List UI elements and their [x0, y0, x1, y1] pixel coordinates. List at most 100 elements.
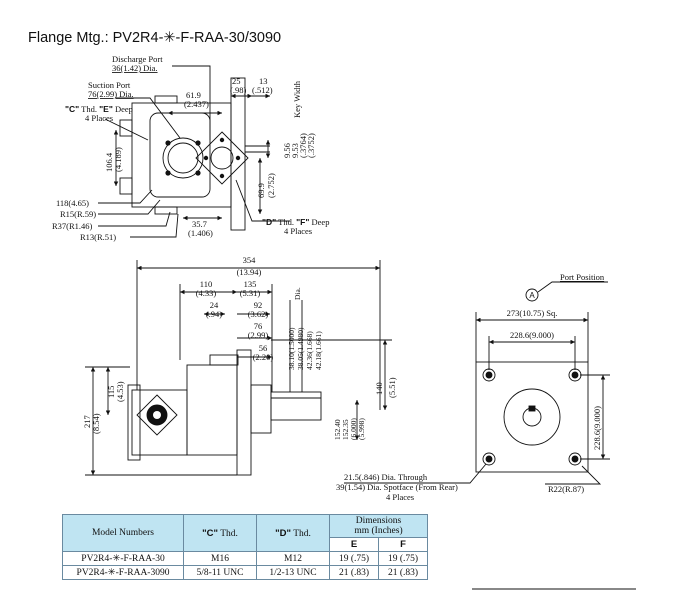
pilot-dim-2: 152.35 — [341, 419, 350, 440]
side-mount-flange — [236, 349, 252, 476]
dim-76: 76 — [254, 321, 263, 331]
discharge-port-flange — [195, 131, 249, 185]
front-view — [344, 281, 610, 485]
four-places-label-2: 4 Places — [284, 226, 312, 236]
dim-13-94: (13.94) — [237, 267, 262, 277]
dim-56: 56 — [259, 343, 268, 353]
dim-512: (.512) — [252, 85, 273, 95]
cell-model: PV2R4-✳-F-RAA-3090 — [62, 565, 184, 580]
dim-1-406: (1.406) — [188, 228, 213, 238]
port-a-label: A — [529, 291, 535, 300]
dia-label: Dia. — [293, 287, 302, 300]
col-header-c-thd: "C" Thd. — [183, 514, 257, 552]
shaft-dim-2: 38.05(1.4980) — [296, 327, 305, 370]
top-view-labels: Discharge Port 36(1.42) Dia. Suction Por… — [52, 54, 329, 242]
shaft-dim-1: 38.10(1.5000) — [287, 327, 296, 370]
dim-r15: R15(R.59) — [60, 209, 96, 219]
dim-61-9: 61.9 — [186, 90, 201, 100]
dim-4-53: (4.53) — [115, 381, 125, 402]
dim-228-side: 228.6(9.000) — [592, 406, 602, 450]
cell-e: 21 (.83) — [329, 565, 379, 580]
discharge-port-label: Discharge Port — [112, 54, 163, 64]
dim-9-53: 9.53 — [290, 143, 300, 158]
dim-35-7: 35.7 — [192, 219, 207, 229]
dim-273: 273(10.75) Sq. — [507, 308, 558, 318]
suction-port-circle — [162, 137, 204, 179]
col-header-d-thd: "D" Thd. — [256, 514, 330, 552]
table-row: PV2R4-✳-F-RAA-30 M16 M12 19 (.75) 19 (.7… — [62, 551, 428, 566]
pilot-dim-4: (5.998) — [357, 418, 366, 440]
dim-5-31: (5.31) — [240, 288, 261, 298]
key-width-label: Key Width — [292, 80, 302, 118]
col-header-model: Model Numbers — [62, 514, 184, 552]
dim-106-4: 106.4 — [104, 152, 114, 172]
dim-2-437: (2.437) — [184, 99, 209, 109]
cell-c-thd: 5/8-11 UNC — [183, 565, 257, 580]
dim-115: 115 — [106, 386, 116, 398]
dim-98: (.98) — [230, 85, 246, 95]
hole-spec-1: 21.5(.846) Dia. Through — [344, 472, 428, 482]
dim-354: 354 — [243, 255, 257, 265]
cell-d-thd: 1/2-13 UNC — [256, 565, 330, 580]
dim-5-51: (5.51) — [387, 377, 397, 398]
d-thread-callout: "D" Thd. "F" Deep — [262, 217, 329, 227]
dim-69-9: 69.9 — [256, 183, 266, 198]
pilot-dim-3: (6.000) — [349, 418, 358, 440]
top-pump-body — [131, 102, 232, 208]
dim-r22: R22(R.87) — [548, 484, 584, 494]
hole-spec-2: 39(1.54) Dia. Spotface (From Rear) — [336, 482, 458, 492]
dim-3752: (.3752) — [306, 133, 316, 158]
dim-110: 110 — [200, 279, 212, 289]
dim-135: 135 — [244, 279, 257, 289]
thread-dimension-table: Model Numbers "C" Thd. "D" Thd. Dimensio… — [62, 514, 428, 580]
col-header-f: F — [378, 537, 428, 552]
discharge-port-dia: 36(1.42) Dia. — [112, 63, 158, 73]
dim-r37: R37(R1.46) — [52, 221, 93, 231]
dim-24: 24 — [210, 300, 219, 310]
side-view — [85, 260, 392, 476]
cell-e: 19 (.75) — [329, 551, 379, 566]
cell-f: 19 (.75) — [378, 551, 428, 566]
cell-d-thd: M12 — [256, 551, 330, 566]
shaft-dim-3: 42.36(1.668) — [305, 331, 314, 370]
top-mount-flange — [230, 77, 246, 231]
dim-94: (.94) — [206, 309, 222, 319]
dim-13: 13 — [259, 76, 268, 86]
side-shaft — [270, 391, 322, 421]
dim-2-752: (2.752) — [266, 173, 276, 198]
dim-3764: (.3764) — [298, 133, 308, 158]
suction-port-dia: 76(2.99) Dia. — [88, 89, 134, 99]
front-view-labels: Port Position A 273(10.75) Sq. 228.6(9.0… — [336, 272, 605, 502]
dim-4-189: (4.189) — [113, 147, 123, 172]
dim-140: 140 — [374, 382, 384, 395]
side-pump-body — [186, 364, 238, 456]
col-header-e: E — [329, 537, 379, 552]
front-corner-holes — [482, 368, 582, 466]
dim-118: 118(4.65) — [56, 198, 89, 208]
dim-9-56: 9.56 — [282, 143, 292, 158]
front-flange-square — [475, 361, 589, 473]
dim-2-20: (2.20) — [253, 352, 274, 362]
drawing-title: Flange Mtg.: PV2R4-✳-F-RAA-30/3090 — [28, 30, 282, 46]
four-places-label: 4 Places — [85, 113, 113, 123]
dim-228-top: 228.6(9.000) — [510, 330, 554, 340]
dim-3-62: (3.62) — [248, 309, 269, 319]
shaft-dim-4: 42.18(1.661) — [314, 331, 323, 370]
dim-217: 217 — [82, 415, 92, 428]
hole-spec-3: 4 Places — [386, 492, 414, 502]
top-view — [98, 65, 290, 238]
port-position-label: Port Position — [560, 272, 605, 282]
port-a-circle — [525, 288, 539, 302]
dim-25: 25 — [232, 76, 241, 86]
front-pilot-circle — [503, 388, 561, 446]
pilot-dim-1: 152.40 — [333, 419, 342, 440]
dim-4-33: (4.33) — [196, 288, 217, 298]
cell-c-thd: M16 — [183, 551, 257, 566]
dim-2-99: (2.99) — [248, 330, 269, 340]
dim-8-54: (8.54) — [91, 413, 101, 434]
dim-92: 92 — [254, 300, 263, 310]
cell-f: 21 (.83) — [378, 565, 428, 580]
cell-model: PV2R4-✳-F-RAA-30 — [62, 551, 184, 566]
